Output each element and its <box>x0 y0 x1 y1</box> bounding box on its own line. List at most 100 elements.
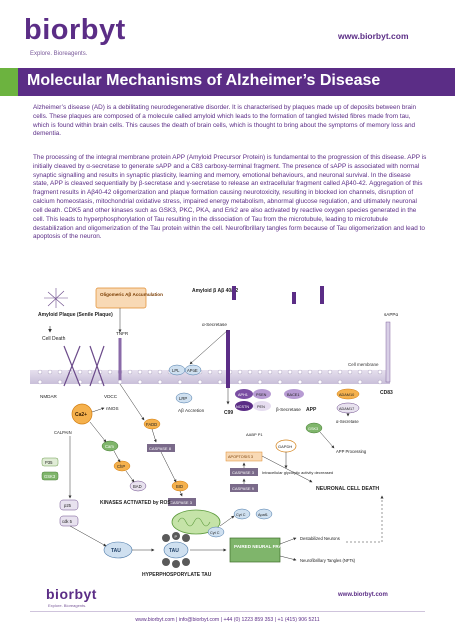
logo-tagline: Explore. Bioreagents. <box>30 51 88 57</box>
pathway-diagram: Cell membrane Amyloid Plaque (Senile Pla… <box>30 286 398 578</box>
vdcc-channel <box>89 345 105 387</box>
bad-label: BAD <box>133 484 142 489</box>
mechanism-paragraph: The processing of the integral membrane … <box>33 154 427 241</box>
paired-to-destab <box>279 537 297 545</box>
apoe-node <box>184 364 202 376</box>
caspase9-box <box>230 484 258 492</box>
paired-to-nft <box>279 555 297 561</box>
dashed-return-arrow <box>346 495 384 543</box>
gamma-secretase-complex <box>235 389 271 411</box>
apoptosis3-label: APOPTOSIS 3 <box>228 455 253 459</box>
nmdar-label: NMDAR <box>40 394 58 399</box>
app-processing-label: APP Processing <box>336 449 367 454</box>
lpl-label: LPL <box>172 368 180 373</box>
a-secretase-label: α-Secretase <box>202 322 227 327</box>
cdk5-label: cdk 5 <box>62 519 73 524</box>
footer-tagline: Explore. Bioreagents. <box>48 603 87 608</box>
gsk3-label: GSK3 <box>44 474 56 479</box>
membrane-lipids <box>37 369 383 385</box>
amyloid-plaque-icon <box>44 288 68 308</box>
paired-box <box>229 537 281 563</box>
adam17-label: ADAM17 <box>339 407 354 411</box>
caspase3-box <box>168 498 196 506</box>
footer-logo-wordmark: biorbyt <box>46 586 97 602</box>
sappa-fragment <box>385 321 391 383</box>
adam17-node <box>336 402 360 414</box>
caspase3b-box <box>230 468 258 476</box>
destab-label: Destabilized Neurons <box>300 536 340 541</box>
cytc2-label: Cyt C <box>236 513 246 517</box>
p35-box <box>41 457 59 467</box>
mitochondrion-cristae <box>177 517 211 527</box>
p25-box <box>59 499 79 511</box>
phosphate-groups <box>162 532 190 568</box>
amyloid-beta-fragments <box>232 286 324 304</box>
psen-label: PSEN <box>256 393 267 397</box>
c99-label: C99 <box>224 410 233 416</box>
apoe-label: APoE <box>187 368 198 373</box>
gsk3b-node <box>305 422 323 434</box>
neuronal-death-text: NEURONAL CELL DEATH <box>316 486 379 492</box>
cell-death-label: Cell Death <box>42 336 66 342</box>
adam10-node <box>336 388 360 400</box>
apoptosis3-box <box>225 451 263 462</box>
a-secretase2-label: α-Secretase <box>336 419 359 424</box>
ca2-to-nos <box>91 407 105 413</box>
chp-label: ChP <box>117 464 125 469</box>
biorbyt-logo[interactable]: biorbyt <box>24 14 126 47</box>
header-url-link[interactable]: www.biorbyt.com <box>338 31 409 41</box>
mitochondrion-icon <box>171 509 221 535</box>
lrp-label: LRP <box>179 396 187 401</box>
title-bar: Molecular Mechanisms of Alzheimer’s Dise… <box>0 68 455 96</box>
ab-accretion-label: Aβ Accretion <box>178 408 205 413</box>
amyloid-b-label: Amyloid β Aβ 40/42 <box>192 288 238 294</box>
oligomeric-label: Oligomeric Aβ Accumulation <box>100 292 163 297</box>
kinases-label: KINASES ACTIVATED by ROS <box>100 500 171 506</box>
bad-node <box>129 480 147 492</box>
caspase8-label: CASPASE 8 <box>149 446 172 451</box>
cytc1-label: Cyt C <box>210 531 220 535</box>
caspase8-box <box>147 444 175 452</box>
hyper-label: HYPERPHOSPORYLATE TAU <box>142 572 212 578</box>
p35-label: P35 <box>45 460 53 465</box>
fadd-label: FADD <box>146 422 157 427</box>
app-transmembrane <box>226 330 230 388</box>
nos-label: nNOS <box>106 406 119 411</box>
chp-node <box>113 460 131 472</box>
cell-membrane-label: Cell membrane <box>348 362 379 367</box>
phosphate-label: P <box>175 535 178 539</box>
footer-url-link[interactable]: www.biorbyt.com <box>338 592 388 598</box>
nmdar-channel <box>63 345 81 387</box>
nicstn-label: NCSTN <box>236 405 249 409</box>
nft-label: Neurofibrillary Tangles (NFTs) <box>300 558 356 563</box>
amyloid-plaque-text: Amyloid Plaque (Senile Plaque) <box>38 312 113 318</box>
tau-center-node <box>163 541 189 559</box>
tau-label: TAU <box>111 548 121 554</box>
ca2-node <box>71 403 93 425</box>
calpain-label: CALPAIN <box>54 430 72 435</box>
tau-center-label: TAU <box>169 548 179 554</box>
pen-label: PEN <box>257 405 265 409</box>
pathway-arrows <box>69 308 350 547</box>
cytc1-node <box>207 526 225 538</box>
oligomeric-box <box>95 287 147 309</box>
bid-label: BID <box>176 484 183 489</box>
vdcc-label: VDCC <box>104 394 118 399</box>
b-secretase-label: β-Secretase <box>276 407 301 412</box>
cd83-label: CD83 <box>380 390 393 396</box>
lrp-node <box>175 392 193 404</box>
caspase3b-label: CASPASE 3 <box>232 470 255 475</box>
ca2-label: Ca2+ <box>75 412 87 418</box>
aabp-label: AABP P1 <box>246 432 263 437</box>
paired-label: PAIRED NEURAL FRAGMENTS <box>234 544 302 549</box>
footer-logo[interactable]: biorbyt <box>46 586 97 604</box>
aph1-label: APH1 <box>238 393 248 397</box>
apaf1-node <box>255 508 273 520</box>
p25-label: p25 <box>64 503 72 508</box>
gapdh-label: GAPDH <box>278 444 292 449</box>
adam10-label: ADAM10 <box>339 393 354 397</box>
footer-divider <box>30 611 425 612</box>
glycolytic-label: Intracellular glycolytic activity decrea… <box>262 470 333 475</box>
amyloid-plaque-label: Amyloid Plaque (Senile Plaque) <box>38 312 113 318</box>
